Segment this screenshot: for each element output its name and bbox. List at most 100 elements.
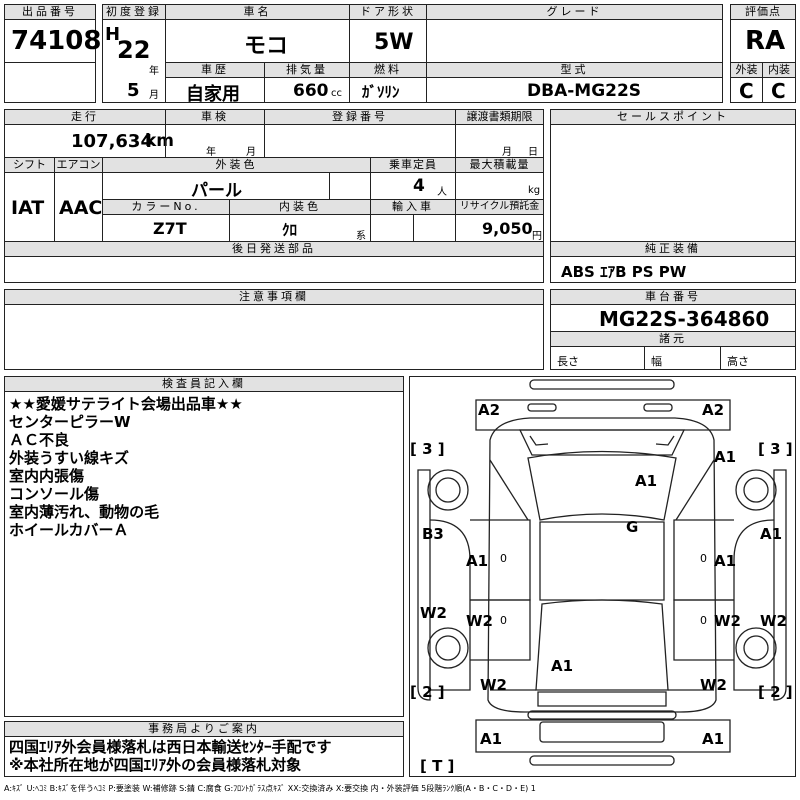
- interior-color-value: ｸﾛ: [282, 221, 298, 239]
- color-extra-box: [329, 172, 371, 200]
- model-code-value: DBA-MG22S: [527, 81, 642, 101]
- inspection-label: 車検: [165, 109, 265, 125]
- transfer-month-unit: 月: [502, 147, 512, 158]
- sales-points-label: セールスポイント: [550, 109, 796, 125]
- month-unit: 月: [149, 90, 159, 101]
- shift-box: IAT: [4, 172, 55, 242]
- exterior-grade-label: 外装: [730, 62, 763, 78]
- score-label: 評価点: [730, 4, 796, 20]
- inspector-box: ★★愛媛サテライト会場出品車★★ センターピラーW ＡＣ不良 外装うすい線キズ …: [4, 391, 404, 717]
- exterior-grade-value: C: [739, 79, 754, 103]
- max-load-label: 最大積載量: [455, 157, 544, 173]
- history-box: 自家用: [165, 77, 265, 105]
- displacement-box: 660 cc: [264, 77, 350, 103]
- history-label: 車歴: [165, 62, 265, 78]
- chassis-box: MG22S-364860: [550, 304, 796, 332]
- caution-box: [4, 304, 544, 370]
- lot-blank-box: [4, 62, 96, 103]
- grade-box: [426, 19, 723, 63]
- displacement-value: 660: [293, 81, 329, 101]
- fuel-value: ｶﾞｿﾘﾝ: [362, 83, 400, 101]
- color-label: 外装色: [102, 157, 371, 173]
- office-line: 四国ｴﾘｱ外会員様落札は西日本輸送ｾﾝﾀｰ手配です: [9, 738, 332, 756]
- transfer-day-unit: 日: [528, 147, 538, 158]
- year-unit: 年: [149, 66, 159, 77]
- model-code-label: 型式: [426, 62, 723, 78]
- import-label: 輸入車: [370, 199, 456, 215]
- capacity-box: 4 人: [370, 172, 456, 200]
- car-diagram-box: [409, 376, 796, 777]
- displacement-unit: cc: [331, 88, 342, 99]
- width-label: 幅: [651, 355, 662, 368]
- fuel-box: ｶﾞｿﾘﾝ: [349, 77, 427, 103]
- score-box: RA: [730, 19, 796, 63]
- height-box: 高さ: [720, 346, 796, 370]
- interior-color-label: 内装色: [229, 199, 371, 215]
- length-box: 長さ: [550, 346, 645, 370]
- door-label: ドア形状: [349, 4, 427, 20]
- door-box: 5W: [349, 19, 427, 63]
- office-notice-label: 事務局よりご案内: [4, 721, 404, 737]
- inspection-month-unit: 月: [246, 147, 256, 158]
- lot-number-box: 74108: [4, 19, 101, 63]
- inspector-label: 検査員記入欄: [4, 376, 404, 392]
- displacement-label: 排気量: [264, 62, 350, 78]
- inspector-line: コンソール傷: [9, 485, 100, 503]
- era-year: 22: [117, 36, 151, 64]
- capacity-label: 乗車定員: [370, 157, 456, 173]
- length-label: 長さ: [557, 355, 579, 368]
- height-label: 高さ: [727, 355, 749, 368]
- capacity-value: 4: [413, 176, 425, 196]
- import-box-b: [413, 214, 456, 242]
- inspector-line: 外装うすい線キズ: [9, 449, 130, 467]
- interior-grade-value: C: [771, 79, 786, 103]
- history-value: 自家用: [186, 84, 240, 105]
- car-name-label: 車名: [165, 4, 350, 20]
- transfer-deadline-box: 月 日: [455, 124, 544, 158]
- aircon-value: AAC: [59, 197, 103, 219]
- office-line: ※本社所在地が四国ｴﾘｱ外の会員様落札対象: [9, 756, 302, 774]
- mileage-value: 107,634: [71, 131, 153, 152]
- shift-value: IAT: [11, 197, 45, 219]
- equipment-box: ABS ｴｱB PS PW: [550, 256, 796, 283]
- recycle-label: リサイクル預託金: [455, 199, 544, 215]
- max-load-box: kg: [455, 172, 544, 200]
- shift-label: シフト: [4, 157, 55, 173]
- fuel-label: 燃料: [349, 62, 427, 78]
- color-no-label: カラーNo.: [102, 199, 230, 215]
- interior-grade-label: 内装: [762, 62, 796, 78]
- era-letter: H: [105, 24, 121, 45]
- chassis-value: MG22S-364860: [599, 307, 770, 331]
- grade-label: グレード: [426, 4, 723, 20]
- model-code-box: DBA-MG22S: [426, 77, 723, 103]
- score-value: RA: [745, 26, 786, 56]
- aircon-label: エアコン: [54, 157, 103, 173]
- interior-color-box: ｸﾛ 系: [229, 214, 371, 242]
- exterior-grade-box: C: [730, 77, 763, 103]
- later-parts-label: 後日発送部品: [4, 241, 544, 257]
- inspector-line: ★★愛媛サテライト会場出品車★★: [9, 395, 243, 413]
- import-box-a: [370, 214, 414, 242]
- mileage-label: 走行: [4, 109, 166, 125]
- inspection-year-unit: 年: [206, 147, 216, 158]
- office-notice-box: 四国ｴﾘｱ外会員様落札は西日本輸送ｾﾝﾀｰ手配です ※本社所在地が四国ｴﾘｱ外の…: [4, 736, 404, 777]
- color-no-value: Z7T: [153, 219, 187, 238]
- legend-text: A:ｷｽﾞ U:ﾍｺﾐ B:ｷｽﾞを伴うﾍｺﾐ P:要塗装 W:補修跡 S:錆 …: [4, 784, 536, 793]
- recycle-box: 9,050 円: [455, 214, 544, 242]
- color-value: パール: [191, 181, 242, 201]
- car-name: モコ: [244, 34, 289, 59]
- inspector-line: 室内内張傷: [9, 467, 85, 485]
- mileage-box: 107,634 km: [4, 124, 174, 158]
- first-registration-label: 初度登録: [102, 4, 166, 20]
- color-no-box: Z7T: [102, 214, 230, 242]
- equipment-label: 純正装備: [550, 241, 796, 257]
- equipment-value: ABS ｴｱB PS PW: [561, 263, 687, 281]
- inspector-line: センターピラーW: [9, 413, 131, 431]
- interior-grade-box: C: [762, 77, 796, 103]
- lot-number: 74108: [11, 26, 102, 56]
- lot-number-label: 出品番号: [4, 4, 96, 20]
- later-parts-box: [4, 256, 544, 283]
- sales-points-box: [550, 124, 796, 242]
- dims-label: 諸元: [550, 331, 796, 347]
- inspector-line: ＡＣ不良: [9, 431, 70, 449]
